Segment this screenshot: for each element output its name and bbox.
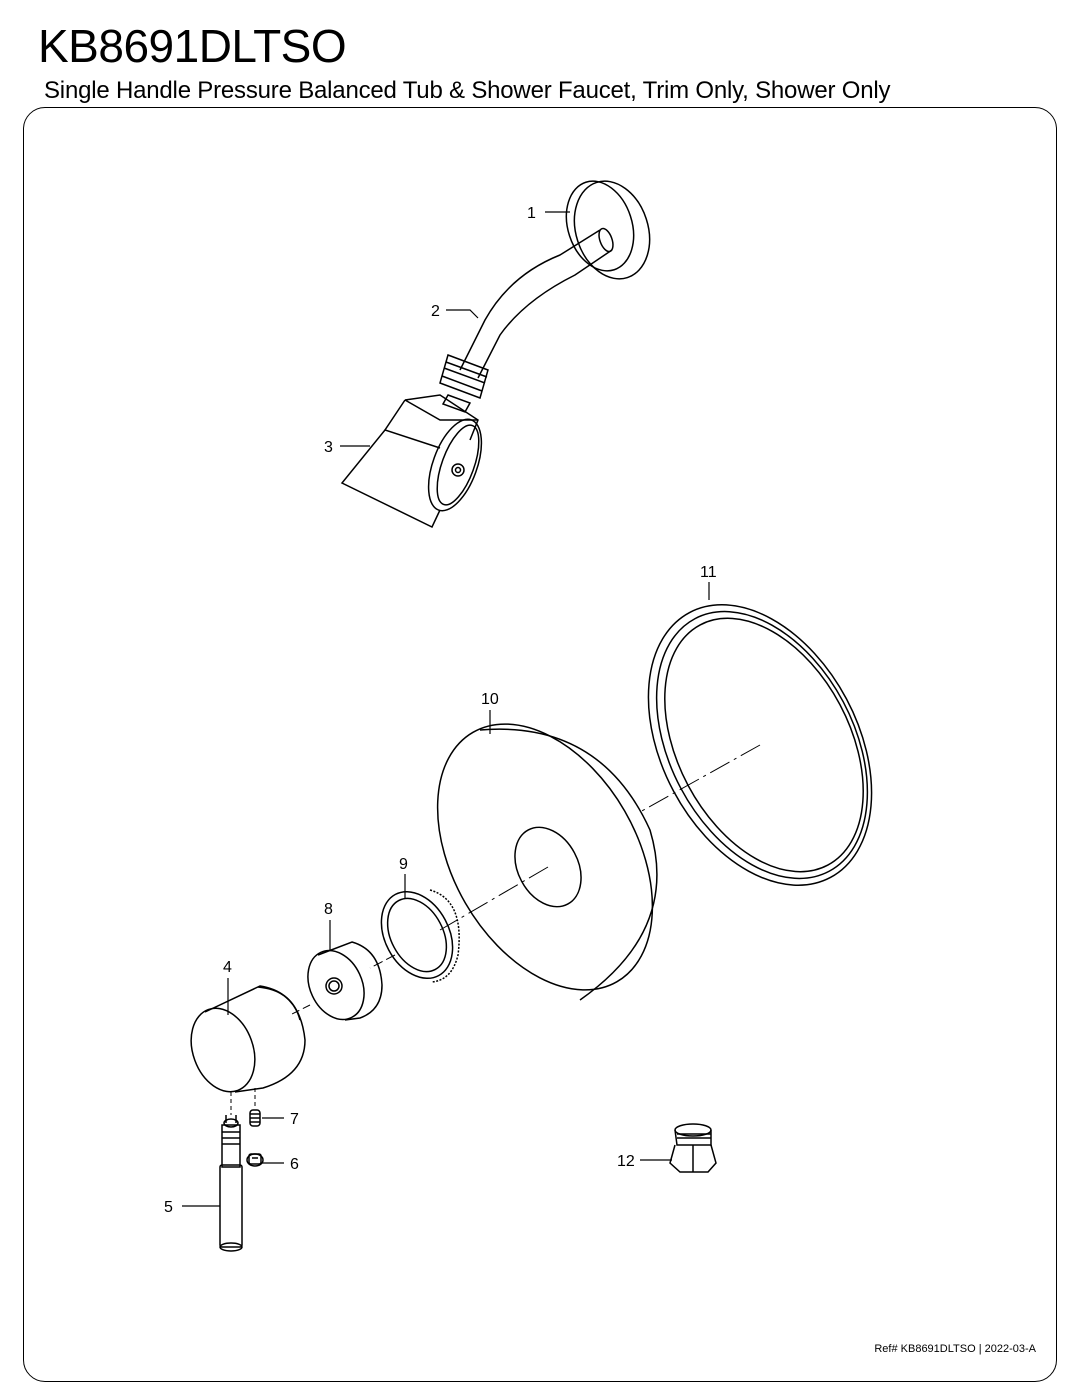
assembly-axis — [230, 744, 761, 1115]
part-4-handle — [190, 985, 306, 1093]
callout-leaders — [182, 211, 710, 1207]
callout-10: 10 — [481, 691, 499, 708]
callout-7: 7 — [290, 1111, 299, 1128]
part-1-shower-flange — [565, 180, 651, 280]
callout-11: 11 — [700, 564, 717, 581]
part-8-adapter — [307, 941, 383, 1021]
part-2-shower-arm — [439, 227, 614, 413]
callout-2: 2 — [431, 303, 440, 320]
part-7-set-screw — [249, 1109, 261, 1127]
callout-5: 5 — [164, 1199, 173, 1216]
part-5-extension-stem — [219, 1115, 243, 1252]
callout-4: 4 — [223, 959, 232, 976]
part-6-screw — [246, 1153, 264, 1167]
part-9-ring — [380, 889, 460, 983]
reference-code: Ref# KB8691DLTSO | 2022-03-A — [874, 1343, 1036, 1355]
part-12-plug — [669, 1123, 717, 1173]
part-3-shower-head — [340, 394, 483, 529]
diagram-frame — [23, 107, 1057, 1382]
callout-8: 8 — [324, 901, 333, 918]
callout-6: 6 — [290, 1156, 299, 1173]
callout-1: 1 — [527, 205, 536, 222]
callout-3: 3 — [324, 439, 333, 456]
product-description: Single Handle Pressure Balanced Tub & Sh… — [44, 77, 891, 104]
part-10-escutcheon — [436, 723, 658, 1001]
callout-9: 9 — [399, 856, 408, 873]
callout-12: 12 — [617, 1153, 635, 1170]
model-title: KB8691DLTSO — [38, 20, 347, 72]
